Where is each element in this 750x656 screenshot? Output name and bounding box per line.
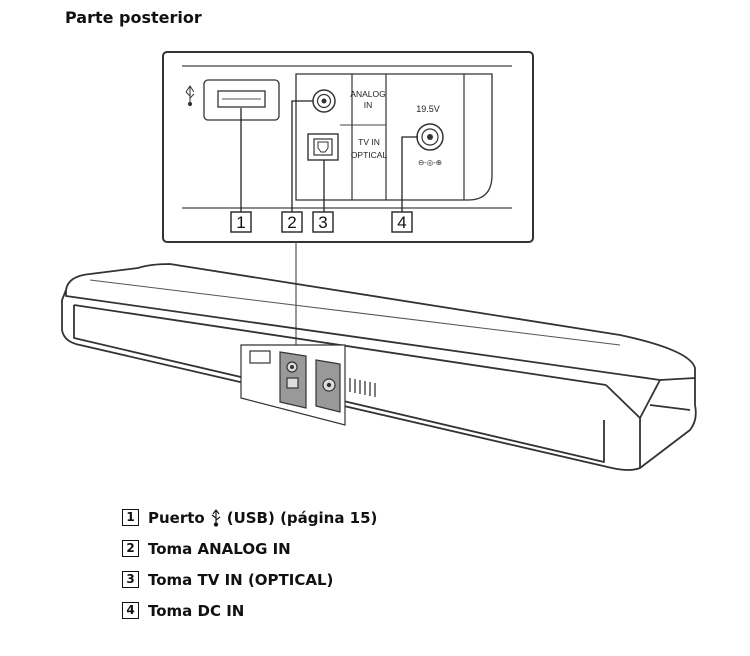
callout-1: 1 <box>230 211 252 233</box>
optical-label: OPTICAL <box>351 150 388 160</box>
legend-number: 4 <box>122 602 139 619</box>
tv-in-label: TV IN <box>358 137 380 147</box>
dc-in-jack <box>416 123 444 151</box>
svg-text:2: 2 <box>287 213 296 232</box>
callout-2: 2 <box>281 211 303 233</box>
svg-text:3: 3 <box>318 213 327 232</box>
vent-slots <box>349 378 376 397</box>
analog-label-1: ANALOG <box>350 89 385 99</box>
legend-text: Puerto <box>148 508 205 527</box>
optical-jack <box>307 133 339 161</box>
legend-item-dc: 4 Toma DC IN <box>122 601 377 620</box>
zoom-panel: ANALOG IN TV IN OPTICAL 19.5V ⊖-◎-⊕ 1 <box>162 51 534 243</box>
usb-port <box>203 79 280 121</box>
leader-lines <box>240 100 418 212</box>
legend-text: Toma ANALOG IN <box>148 539 291 558</box>
page-title: Parte posterior <box>65 8 202 27</box>
svg-text:1: 1 <box>236 213 245 232</box>
usb-icon <box>185 85 195 107</box>
soundbar-body <box>61 263 697 471</box>
analog-label-2: IN <box>364 100 373 110</box>
legend-number: 2 <box>122 540 139 557</box>
legend-text: Toma TV IN (OPTICAL) <box>148 570 334 589</box>
polarity-symbol: ⊖-◎-⊕ <box>418 158 442 167</box>
usb-icon <box>210 508 222 527</box>
soundbar-top-lines <box>89 279 621 346</box>
legend-text: (USB) (página 15) <box>226 508 378 527</box>
rear-connector-panel <box>240 344 346 426</box>
legend-item-usb: 1 Puerto (USB) (página 15) <box>122 508 377 527</box>
legend-text: Toma DC IN <box>148 601 245 620</box>
legend-item-analog: 2 Toma ANALOG IN <box>122 539 377 558</box>
legend-item-optical: 3 Toma TV IN (OPTICAL) <box>122 570 377 589</box>
callout-4: 4 <box>391 211 413 233</box>
legend: 1 Puerto (USB) (página 15) 2 Toma ANALOG… <box>122 508 377 632</box>
callout-3: 3 <box>312 211 334 233</box>
legend-number: 1 <box>122 509 139 526</box>
analog-in-jack <box>312 89 336 113</box>
svg-text:4: 4 <box>397 213 406 232</box>
legend-number: 3 <box>122 571 139 588</box>
voltage-label: 19.5V <box>416 104 440 114</box>
